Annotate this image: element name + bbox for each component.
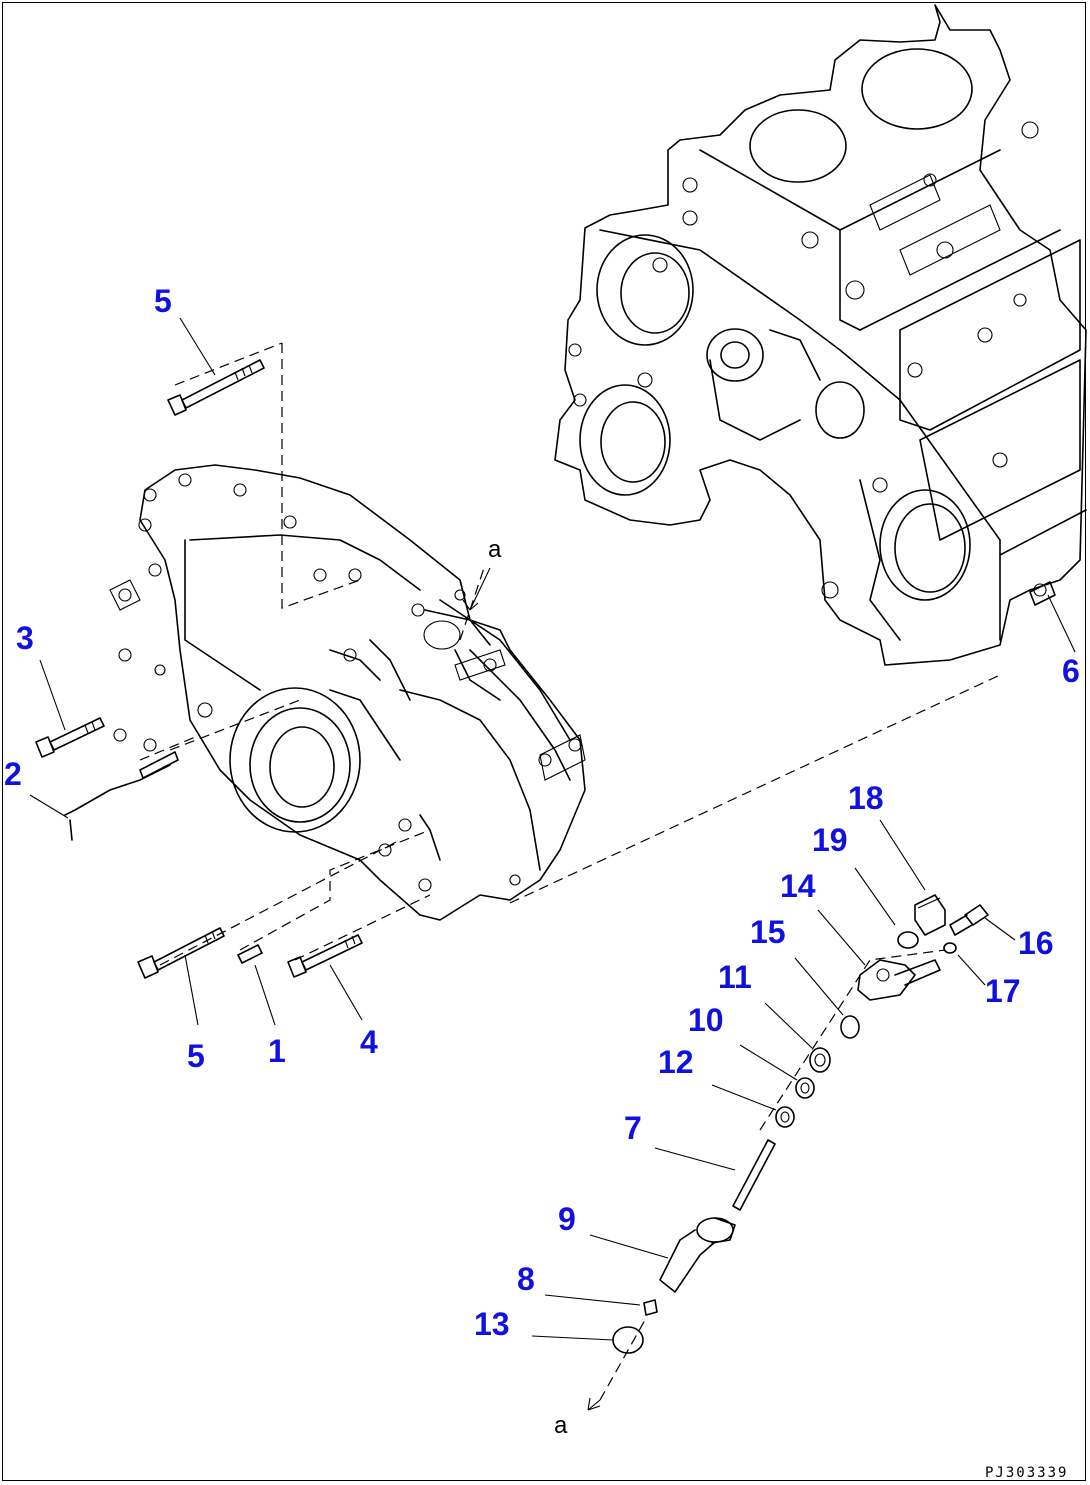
part-14-housing: [857, 959, 941, 1001]
callout-3: 3: [16, 620, 34, 656]
part-15-oring: [840, 1015, 860, 1039]
part-17-washer: [943, 942, 957, 954]
callout-6: 6: [1062, 653, 1080, 689]
part-6-plug: [1029, 581, 1056, 606]
callout-5-top: 5: [154, 283, 172, 319]
callout-1: 1: [268, 1033, 286, 1069]
part-7-tube: [732, 1139, 776, 1211]
callout-11: 11: [718, 959, 752, 995]
callout-14: 14: [780, 868, 816, 904]
part-11-nut: [809, 1047, 831, 1073]
callout-18: 18: [848, 780, 884, 816]
part-10-washer: [795, 1077, 815, 1099]
part-1-dowel: [237, 944, 263, 964]
callout-7: 7: [624, 1110, 642, 1146]
part-2-stud: [64, 751, 179, 841]
part-5-bolt-bottom: [137, 927, 225, 979]
part-9-guide: [659, 1217, 736, 1293]
part-18-cap: [914, 894, 946, 936]
callout-15: 15: [750, 914, 786, 950]
callout-8: 8: [517, 1261, 535, 1297]
callout-4: 4: [360, 1024, 378, 1060]
leader-lines: [29, 317, 1076, 1411]
part-3-bolt: [35, 717, 105, 758]
part-12-nut: [775, 1106, 795, 1128]
part-16-bolt: [949, 904, 989, 936]
callout-13: 13: [474, 1306, 510, 1342]
callout-12: 12: [658, 1044, 694, 1080]
part-8-clip: [643, 1299, 658, 1316]
part-5-bolt-top: [167, 359, 265, 416]
part-19-washer: [897, 931, 919, 949]
part-13-cap: [612, 1326, 644, 1354]
callout-9: 9: [558, 1201, 576, 1237]
callout-17: 17: [985, 973, 1021, 1009]
part-4-bolt: [287, 934, 363, 978]
front-cover: [109, 464, 586, 921]
callout-5-bottom: 5: [187, 1038, 205, 1074]
engine-block: [554, 4, 1087, 666]
drawing-code: PJ303339: [985, 1465, 1069, 1481]
connection-marker-a-top: a: [488, 536, 502, 563]
callout-16: 16: [1018, 925, 1054, 961]
connection-marker-a-bottom: a: [554, 1412, 568, 1439]
alignment-lines: [139, 342, 1001, 1401]
callout-19: 19: [812, 822, 848, 858]
callout-10: 10: [688, 1002, 724, 1038]
callout-2: 2: [4, 756, 22, 792]
